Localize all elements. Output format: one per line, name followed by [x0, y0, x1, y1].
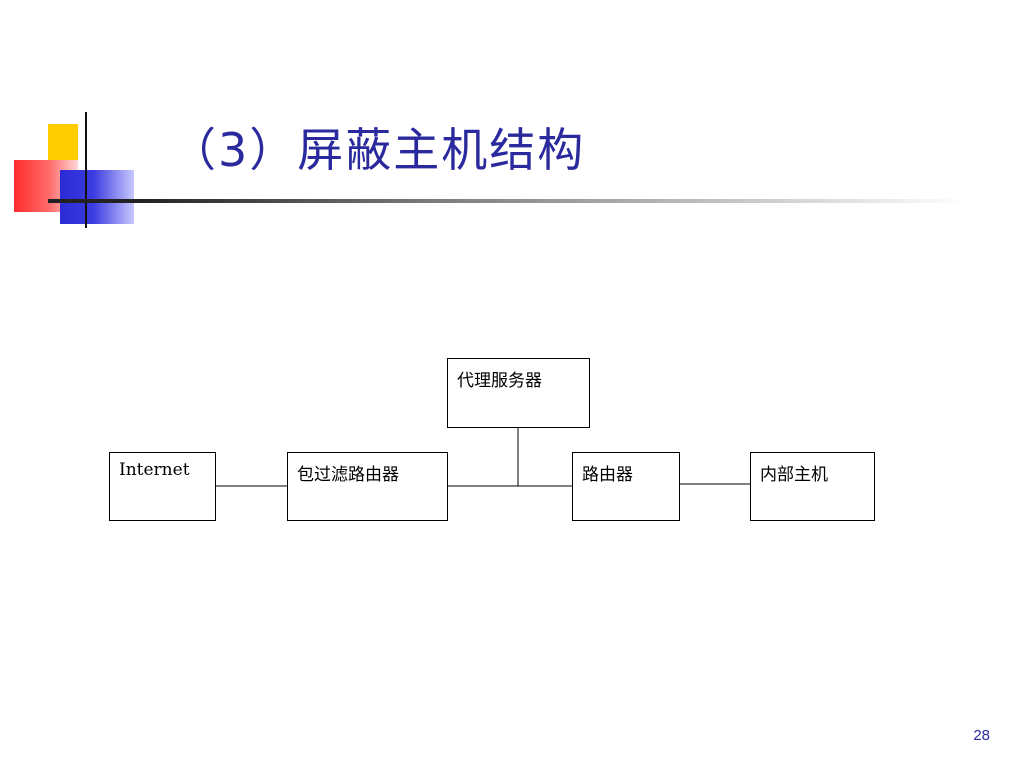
- node-internal-host: 内部主机: [750, 452, 875, 521]
- node-internet-label: Internet: [119, 460, 190, 480]
- decor-blue-square: [60, 170, 134, 224]
- node-packet-filter-router-label: 包过滤路由器: [297, 465, 399, 485]
- node-router: 路由器: [572, 452, 680, 521]
- node-router-label: 路由器: [582, 465, 633, 485]
- slide-title: （3）屏蔽主机结构: [170, 123, 586, 177]
- title-underline: [48, 199, 968, 203]
- node-proxy-server: 代理服务器: [447, 358, 590, 428]
- node-internal-host-label: 内部主机: [760, 465, 828, 485]
- node-internet: Internet: [109, 452, 216, 521]
- decor-vertical-line: [85, 112, 87, 228]
- node-proxy-server-label: 代理服务器: [457, 371, 542, 391]
- page-number: 28: [973, 727, 990, 744]
- node-packet-filter-router: 包过滤路由器: [287, 452, 448, 521]
